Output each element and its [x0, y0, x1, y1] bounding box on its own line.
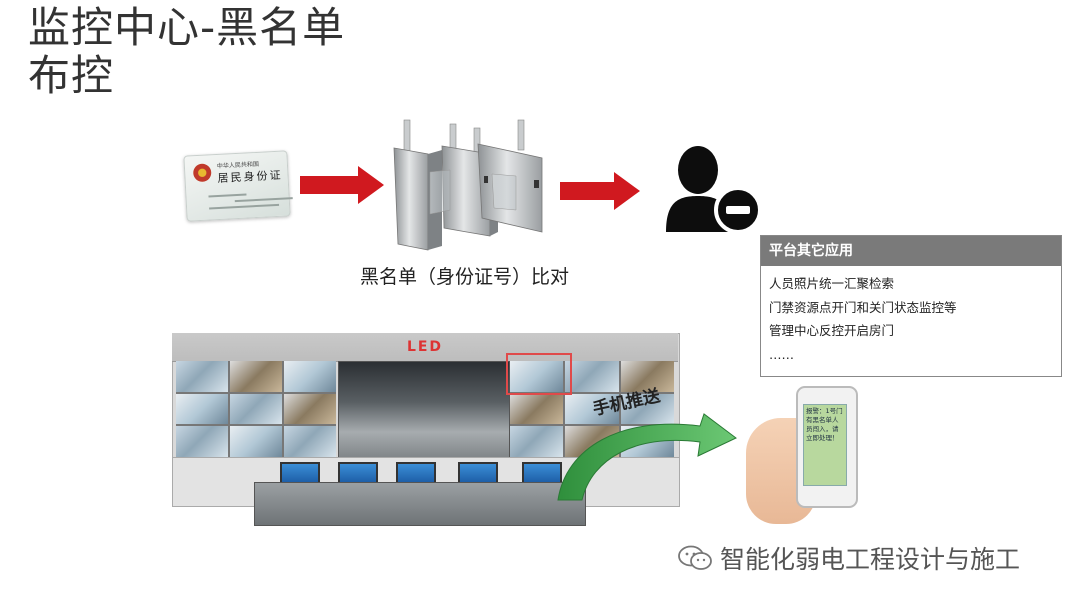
alert-highlight-frame	[506, 353, 572, 395]
led-display-label: LED	[172, 333, 678, 362]
page-title-line2: 布控	[28, 51, 115, 100]
id-card-image: 中华人民共和国 居民身份证	[183, 150, 293, 222]
platform-app-item: ……	[769, 346, 794, 362]
mobile-phone-image: 报警：1号门有黑名单人员闯入，请立即处理！	[746, 378, 864, 524]
watermark: 智能化弱电工程设计与施工	[678, 540, 1020, 576]
platform-apps-header: 平台其它应用	[761, 236, 1061, 266]
person-minus-icon	[660, 140, 764, 240]
flow-arrow-1-icon	[300, 166, 384, 204]
platform-app-item: 管理中心反控开启房门	[769, 323, 895, 338]
center-video-screen	[338, 361, 510, 463]
platform-apps-panel: 平台其它应用 人员照片统一汇聚检索 门禁资源点开门和关门状态监控等 管理中心反控…	[760, 235, 1062, 377]
page-title-line1: 监控中心-黑名单	[28, 3, 346, 52]
turnstile-gates-image	[392, 118, 552, 254]
phone-body: 报警：1号门有黑名单人员闯入，请立即处理！	[796, 386, 858, 508]
platform-app-item: 人员照片统一汇聚检索	[769, 276, 895, 291]
desk-monitor	[338, 462, 378, 484]
watermark-text: 智能化弱电工程设计与施工	[720, 545, 1021, 574]
phone-alert-screen: 报警：1号门有黑名单人员闯入，请立即处理！	[803, 404, 847, 486]
platform-app-item: 门禁资源点开门和关门状态监控等	[769, 299, 957, 315]
wechat-icon	[678, 545, 712, 570]
operator-console-desk	[254, 482, 586, 526]
flow-arrow-2-icon	[560, 172, 640, 210]
left-screen-grid	[176, 361, 336, 457]
comparison-caption: 黑名单（身份证号）比对	[360, 266, 570, 288]
desk-monitor	[396, 462, 436, 484]
id-card-title-text: 居民身份证	[217, 168, 283, 185]
push-arrow-icon	[540, 408, 740, 508]
desk-monitor	[458, 462, 498, 484]
national-emblem-icon	[192, 163, 212, 183]
desk-monitor	[280, 462, 320, 484]
page-title: 监控中心-黑名单 布控	[28, 4, 345, 100]
